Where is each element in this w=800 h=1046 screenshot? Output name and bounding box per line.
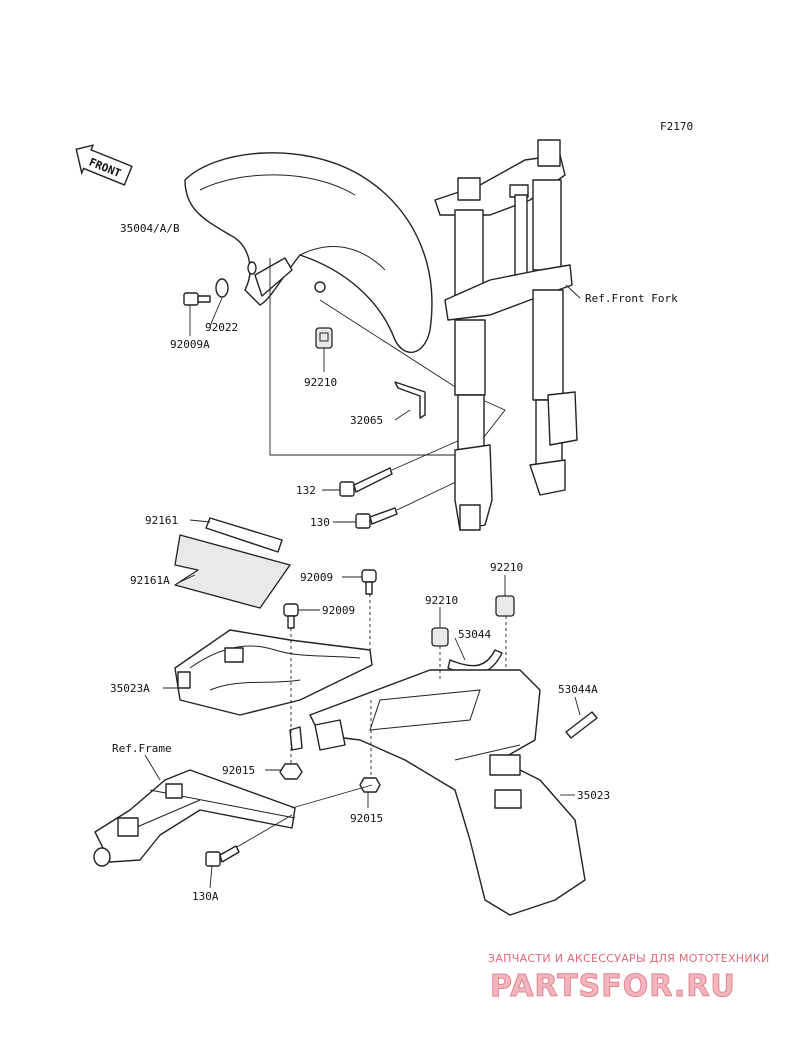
front-fender-35004 (184, 152, 433, 353)
label-35023A: 35023A (110, 682, 150, 695)
label-35004: 35004/A/B (120, 222, 180, 235)
label-ref-frame: Ref.Frame (112, 742, 172, 755)
bolt-130A (205, 845, 240, 867)
label-92009A: 92009A (170, 338, 210, 351)
watermark-logo: PARTSFOR.RU (490, 969, 736, 1004)
label-92009-a: 92009 (300, 571, 333, 584)
inner-fender-35023A (174, 629, 373, 716)
leader-fender (269, 258, 470, 456)
leader-92022 (209, 297, 223, 327)
bolt-130 (355, 507, 398, 529)
nut-92015-left (279, 763, 303, 780)
front-arrow-icon: FRONT (75, 144, 133, 186)
leader-53044A (574, 696, 581, 716)
label-92015-right: 92015 (350, 812, 383, 825)
label-92210-top: 92210 (304, 376, 337, 389)
rear-fender-35023 (289, 669, 586, 916)
label-130: 130 (310, 516, 330, 529)
label-130A: 130A (192, 890, 219, 903)
leader-92161 (189, 519, 211, 523)
label-53044: 53044 (458, 628, 491, 641)
label-32065: 32065 (350, 414, 383, 427)
label-92161A: 92161A (130, 574, 170, 587)
leader-ref-frame (144, 754, 161, 781)
leader-92161A (179, 574, 196, 583)
label-92022: 92022 (205, 321, 238, 334)
leader-130A-label (209, 865, 213, 889)
label-92009-b: 92009 (322, 604, 355, 617)
label-53044A: 53044A (558, 683, 598, 696)
label-132: 132 (296, 484, 316, 497)
front-fork (434, 139, 578, 531)
bolt-92009-a (361, 569, 377, 595)
watermark-tagline: ЗАПЧАСТИ И АКСЕССУАРЫ ДЛЯ МОТОТЕХНИКИ (488, 952, 770, 965)
washer-92022 (215, 278, 229, 298)
leader-132 (391, 439, 461, 471)
pin-53044A (565, 711, 598, 739)
label-ref-front-fork: Ref.Front Fork (585, 292, 678, 305)
leader-53044 (454, 637, 466, 661)
label-92015-left: 92015 (222, 764, 255, 777)
label-92210-mid: 92210 (425, 594, 458, 607)
frame-ref (93, 769, 296, 867)
grommet-92210-mid (431, 627, 449, 647)
label-35023: 35023 (577, 789, 610, 802)
strip-92161 (205, 517, 283, 553)
grommet-92210-right (495, 595, 515, 617)
leader-32065 (394, 409, 411, 421)
label-92210-right: 92210 (490, 561, 523, 574)
diagram-code: F2170 (660, 120, 693, 133)
bolt-92009A (183, 292, 211, 306)
nut-92015-right (359, 777, 381, 793)
pad-92161A (174, 534, 291, 609)
bolt-132 (339, 467, 393, 497)
leader-ref-fork (565, 284, 581, 299)
guide-lines (290, 594, 507, 778)
grommet-92210-top (315, 327, 333, 349)
leader-130A (236, 814, 293, 848)
label-92161: 92161 (145, 514, 178, 527)
leader-frame (291, 784, 373, 809)
hole-marker (247, 261, 257, 275)
bolt-92009-b (283, 603, 299, 629)
leader-130 (396, 479, 461, 511)
bracket-32065 (394, 381, 426, 419)
